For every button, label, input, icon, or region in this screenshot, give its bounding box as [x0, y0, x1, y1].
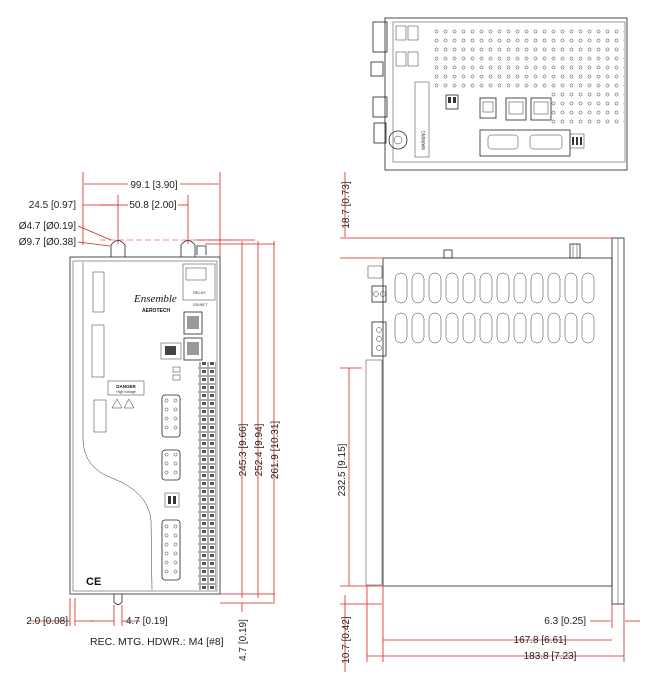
front-view: DANGER High voltage Ensemble AEROTECH RE…	[69, 240, 221, 605]
dim-depth: 167.8 [6.61]	[514, 635, 567, 646]
dim-side-height: 232.5 [9.15]	[337, 443, 348, 496]
dim-hole-offset: 24.5 [0.97]	[29, 200, 76, 211]
dim-height-b: 252.4 [9.94]	[254, 423, 265, 476]
mounting-hardware-note: REC. MTG. HDWR.: M4 [#8]	[90, 636, 224, 648]
brand-sub: AEROTECH	[142, 308, 170, 314]
danger-sub-label: High voltage	[116, 390, 136, 394]
brand-name: Ensemble	[133, 293, 177, 305]
dim-bottom-hole: 4.7 [0.19]	[126, 616, 168, 627]
ssnet-label: SS/NET	[193, 302, 208, 307]
dim-hole-spacing: 50.8 [2.00]	[129, 200, 176, 211]
ce-mark: CE	[86, 576, 101, 588]
dim-left-margin: 2.0 [0.08]	[26, 616, 68, 627]
top-view: WARNING	[370, 17, 628, 171]
top-warning-label: WARNING	[421, 130, 426, 150]
dim-overall-depth: 183.8 [7.23]	[524, 651, 577, 662]
dim-large-hole: Ø9.7 [Ø0.38]	[19, 237, 76, 248]
dim-small-hole: Ø4.7 [Ø0.19]	[19, 221, 76, 232]
side-vent-slots	[394, 272, 595, 344]
side-dimensions: 18.7 [0.73] 232.5 [9.15] 10.7 [0.42] 6.3…	[337, 172, 640, 672]
side-view	[365, 237, 625, 605]
front-dimensions: 99.1 [3.90] 24.5 [0.97] 50.8 [2.00] Ø4.7…	[19, 172, 281, 661]
dim-rear-gap: 6.3 [0.25]	[544, 616, 586, 627]
relay-label: RELAY	[193, 290, 206, 295]
dim-side-top-offset: 18.7 [0.73]	[341, 181, 352, 228]
dim-side-bottom-offset: 10.7 [0.42]	[341, 616, 352, 663]
dim-height-c: 261.9 [10.31]	[270, 421, 281, 480]
danger-label: DANGER	[116, 384, 136, 389]
dim-overall-width: 99.1 [3.90]	[130, 180, 177, 191]
dim-height-a: 245.3 [9.66]	[238, 423, 249, 476]
dim-bottom-offset: 4.7 [0.19]	[238, 619, 249, 661]
